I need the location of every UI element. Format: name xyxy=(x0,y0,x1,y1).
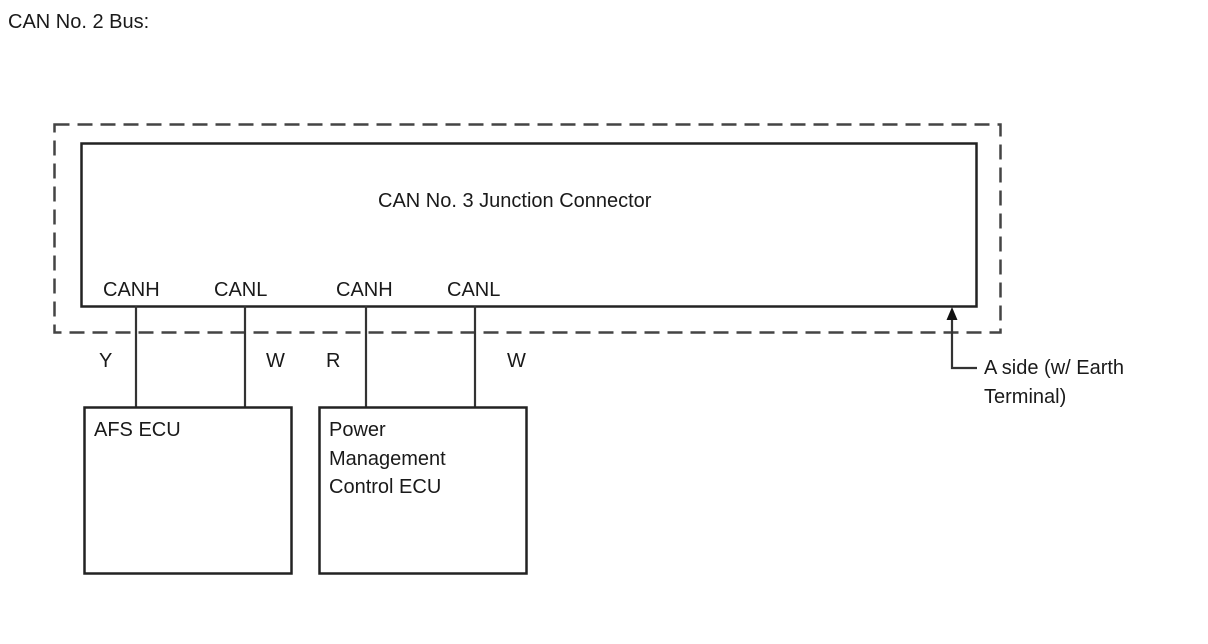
wire-color-r: R xyxy=(326,350,341,372)
wire-color-y: Y xyxy=(99,350,113,372)
annotation-line-2: Terminal) xyxy=(984,385,1067,408)
terminal-canh-1: CANH xyxy=(103,279,160,301)
afs-ecu-label: AFS ECU xyxy=(94,416,181,445)
dashed-boundary xyxy=(53,123,1002,334)
power-management-ecu-box xyxy=(318,406,528,575)
a-side-arrowhead-icon xyxy=(946,307,958,320)
a-side-leader-line xyxy=(950,318,977,370)
junction-connector-box xyxy=(80,142,978,308)
afs-ecu-line: AFS ECU xyxy=(94,419,181,441)
afs-ecu-box xyxy=(83,406,293,575)
power-management-ecu-label: Power Management Control ECU xyxy=(329,416,446,502)
terminal-canh-2: CANH xyxy=(336,279,393,301)
wire-color-w-1: W xyxy=(266,350,285,372)
annotation-line-1: A side (w/ Earth xyxy=(984,357,1125,379)
junction-connector-label: CAN No. 3 Junction Connector xyxy=(378,190,652,212)
pm-ecu-line-3: Control ECU xyxy=(329,476,442,498)
pm-ecu-line-2: Management xyxy=(329,447,446,470)
terminal-canl-1: CANL xyxy=(214,279,268,301)
wire-color-w-2: W xyxy=(507,350,526,372)
diagram-title: CAN No. 2 Bus: xyxy=(8,11,150,33)
a-side-annotation: A side (w/ Earth Terminal) xyxy=(984,354,1124,411)
terminal-canl-2: CANL xyxy=(447,279,501,301)
pm-ecu-line-1: Power xyxy=(329,419,386,441)
